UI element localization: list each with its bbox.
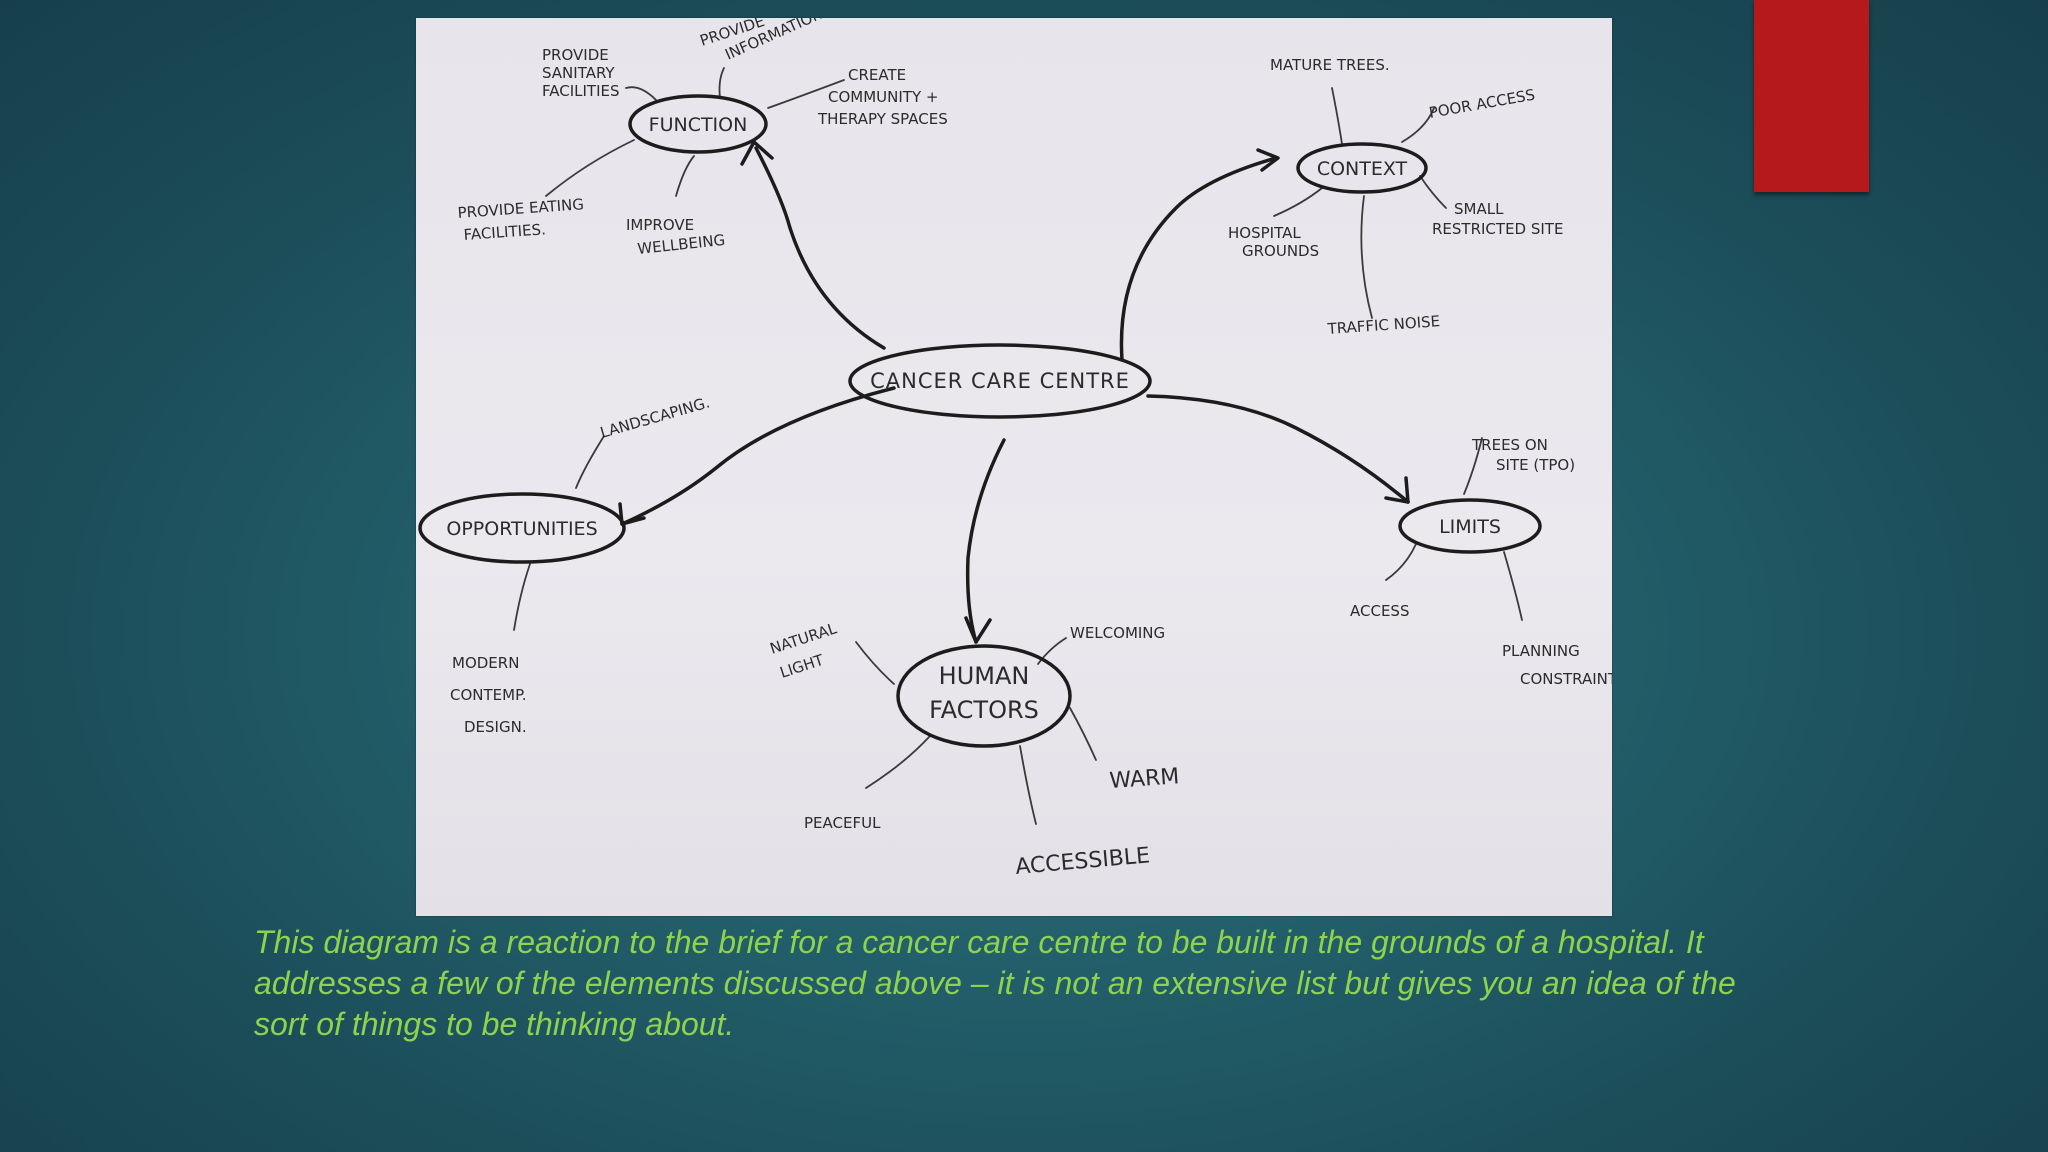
note-wellbeing-1: IMPROVE [626,216,694,234]
note-eating-1: PROVIDE EATING [457,195,584,222]
arrows [618,140,1410,644]
human-factors-label-2: FACTORS [929,696,1039,724]
note-natural-2: LIGHT [778,651,827,682]
note-welcoming: WELCOMING [1070,624,1165,642]
human-factors-label-1: HUMAN [939,662,1030,690]
context-label: CONTEXT [1317,158,1408,180]
limits-label: LIMITS [1439,516,1501,538]
center-oval [848,343,1152,419]
opportunities-label: OPPORTUNITIES [446,518,597,540]
note-access: ACCESS [1350,602,1409,620]
mindmap-sketch: CANCER CARE CENTRE FUNCTION CONTEXT OPPO… [418,18,1612,880]
note-modern-2: CONTEMP. [450,686,527,704]
note-sanitary-3: FACILITIES [542,82,620,100]
note-small-1: SMALL [1454,200,1504,218]
function-oval [628,94,768,154]
limits-oval [1398,498,1542,554]
note-peaceful: PEACEFUL [804,814,881,832]
human-factors-oval [896,644,1072,748]
connector-lines [513,67,1523,825]
note-planning-1: PLANNING [1502,642,1580,660]
note-small-2: RESTRICTED SITE [1432,220,1563,238]
note-hospital-1: HOSPITAL [1228,224,1301,242]
note-trees-1: TREES ON [1471,436,1548,454]
note-sanitary-2: SANITARY [542,64,615,82]
note-hospital-2: GROUNDS [1242,242,1319,260]
note-create-1: CREATE [848,66,906,84]
note-traffic: TRAFFIC NOISE [1326,312,1441,338]
note-trees-2: SITE (TPO) [1496,456,1575,474]
opportunities-oval [418,492,626,564]
note-mature-trees: MATURE TREES. [1270,56,1390,74]
note-sanitary-1: PROVIDE [542,46,609,64]
note-modern-3: DESIGN. [464,718,527,736]
note-warm: WARM [1109,764,1180,794]
note-planning-2: CONSTRAINTS [1520,670,1612,688]
accent-bar [1754,0,1869,192]
note-create-2: COMMUNITY + [828,88,938,106]
function-label: FUNCTION [649,114,748,136]
node-ovals [418,94,1542,748]
note-accessible: ACCESSIBLE [1014,843,1151,880]
note-eating-2: FACILITIES. [463,220,546,244]
mindmap-photo: CANCER CARE CENTRE FUNCTION CONTEXT OPPO… [416,18,1612,916]
note-poor-access: POOR ACCESS [1428,86,1537,122]
note-wellbeing-2: WELLBEING [637,231,726,258]
context-oval [1296,142,1428,194]
note-landscaping: LANDSCAPING. [598,393,712,441]
note-create-3: THERAPY SPACES [817,110,948,128]
note-modern-1: MODERN [452,654,519,672]
note-natural-1: NATURAL [768,619,840,658]
slide-caption: This diagram is a reaction to the brief … [254,924,1736,1042]
center-label: CANCER CARE CENTRE [870,369,1130,393]
